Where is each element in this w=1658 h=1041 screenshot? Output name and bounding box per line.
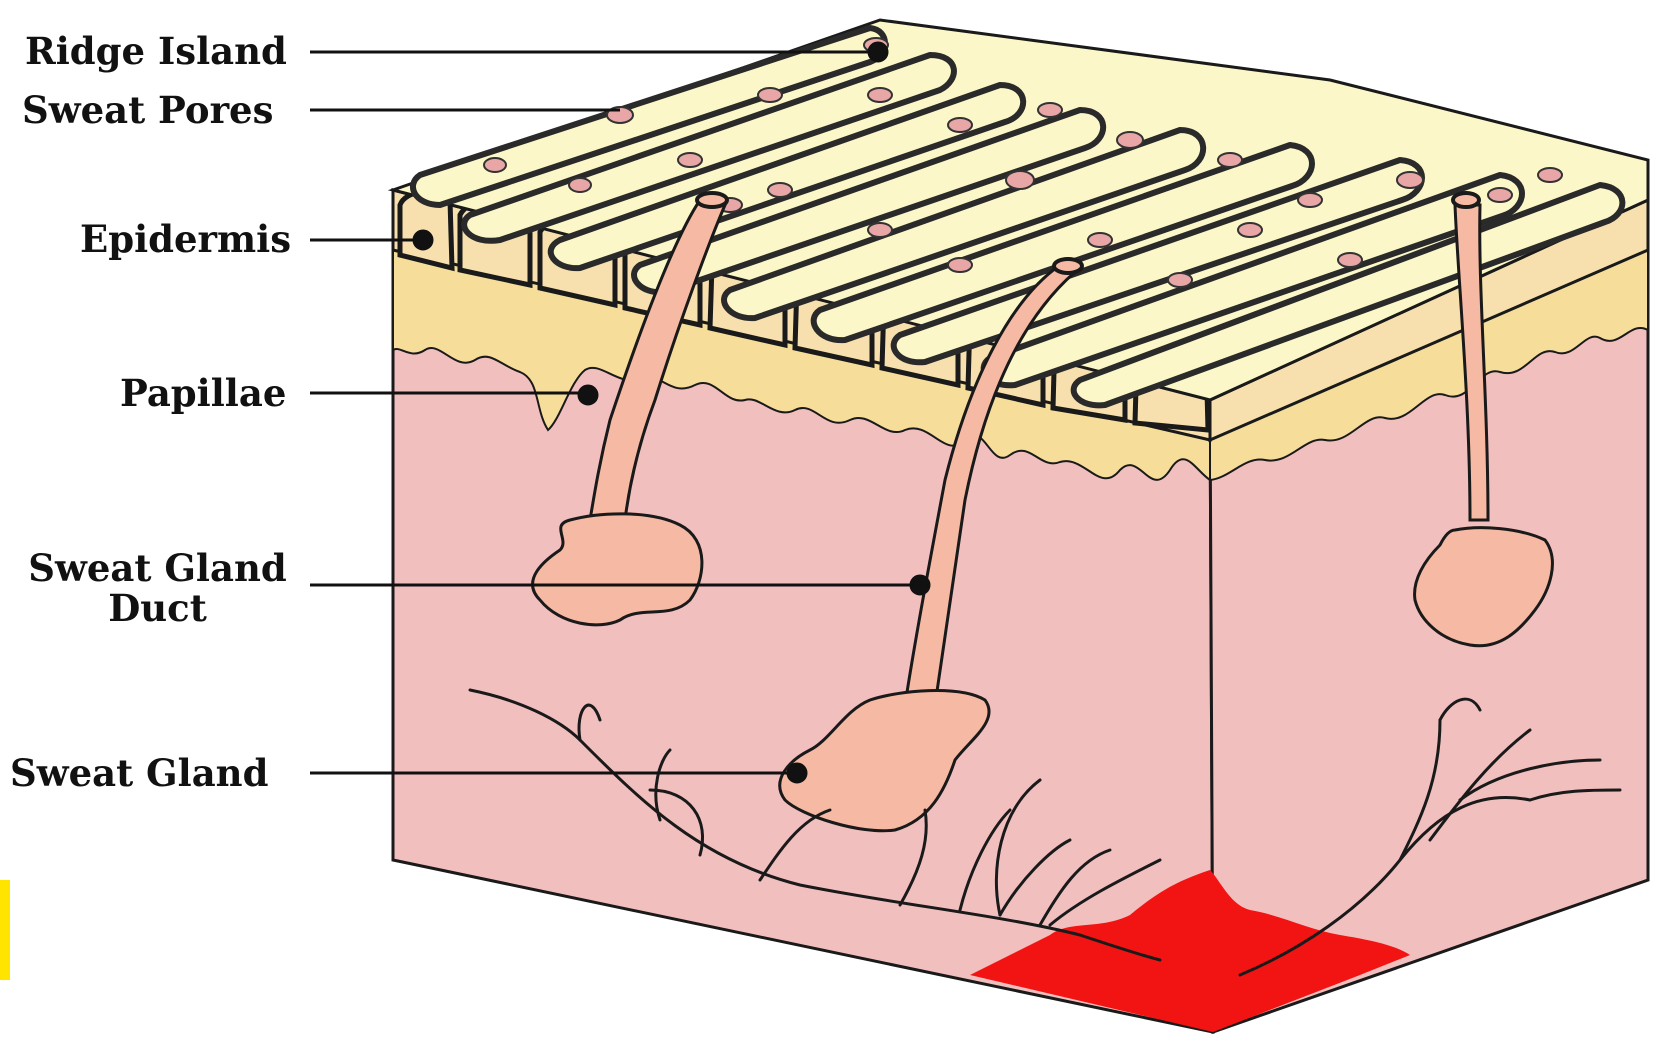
label-ridge-island: Ridge Island [25, 31, 287, 71]
label-sweat-gland-duct: Sweat Gland Duct [10, 548, 305, 628]
label-sweat-gland: Sweat Gland [10, 753, 268, 793]
label-papillae: Papillae [120, 373, 286, 413]
label-sweat-pores: Sweat Pores [22, 90, 273, 130]
label-epidermis: Epidermis [80, 219, 291, 259]
yellow-edge-marker [0, 880, 10, 980]
